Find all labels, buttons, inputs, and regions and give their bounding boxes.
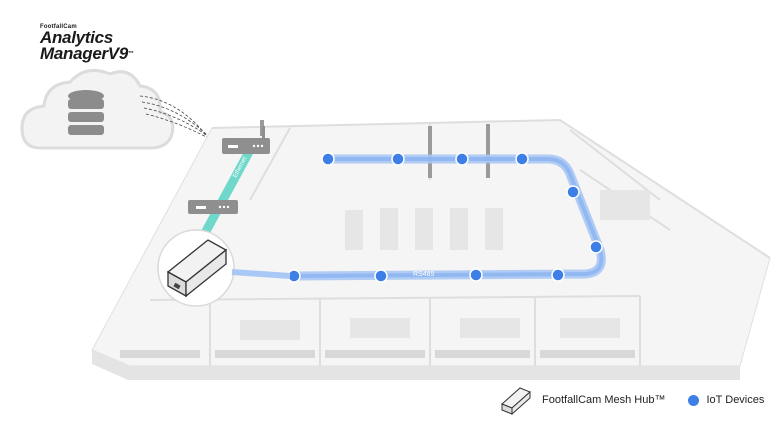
iot-device-node (566, 185, 580, 199)
mesh-hub-icon (501, 387, 531, 416)
iot-device-node (515, 152, 529, 166)
brand-tm: ™ (128, 51, 134, 57)
cloud-icon (20, 68, 175, 150)
brand-company: FootfallCam (40, 24, 77, 30)
database-icon (68, 90, 104, 135)
iot-device-node (455, 152, 469, 166)
legend-iot-label: IoT Devices (706, 394, 765, 406)
legend-iot-dot (687, 394, 699, 406)
iot-device-node (374, 269, 388, 283)
legend: FootfallCam Mesh Hub™ IoT Devices (500, 380, 764, 420)
iot-device-node (589, 240, 603, 254)
brand-title-line1: Analytics (40, 28, 113, 47)
brand-title-line2: ManagerV9™ (40, 44, 134, 63)
iot-device-node (551, 268, 565, 282)
iot-devices (287, 152, 603, 283)
iot-device-node (391, 152, 405, 166)
router-device (222, 126, 270, 154)
rs485-label: RS485 (413, 271, 435, 278)
brand-logo: FootfallCam Analytics ManagerV9™ (40, 24, 134, 62)
rs485-bus (289, 154, 606, 281)
mesh-hub-badge (157, 229, 291, 307)
legend-hub-label: FootfallCam Mesh Hub™ (542, 394, 666, 406)
switch-device (188, 200, 238, 214)
iot-device-node (321, 152, 335, 166)
brand-title-text: ManagerV9 (40, 44, 129, 63)
floor-slab (91, 118, 771, 380)
network-cables (139, 95, 223, 147)
iot-device-node (469, 268, 483, 282)
